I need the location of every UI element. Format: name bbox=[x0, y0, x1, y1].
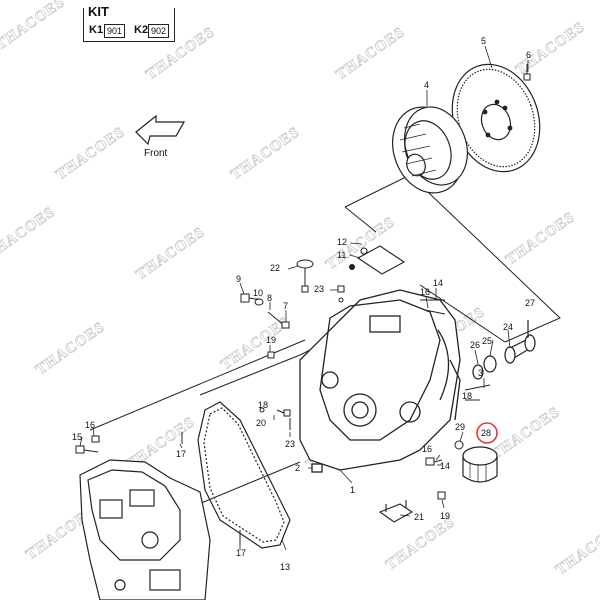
callout-13[interactable]: 13 bbox=[280, 562, 290, 572]
callout-29[interactable]: 29 bbox=[455, 422, 465, 432]
watermark: THACOES bbox=[333, 24, 408, 83]
watermark: THACOES bbox=[383, 514, 458, 573]
watermark: THACOES bbox=[33, 319, 108, 378]
callout-23a[interactable]: 23 bbox=[314, 284, 324, 294]
callout-3[interactable]: 3 bbox=[478, 368, 483, 378]
watermark: THACOES bbox=[488, 404, 563, 463]
callout-labels: 5 6 4 12 11 22 23 9 10 8 7 19 14 16 27 2… bbox=[72, 36, 535, 572]
callout-2[interactable]: 2 bbox=[295, 463, 300, 473]
dipstick-knob bbox=[296, 259, 314, 293]
callout-16c[interactable]: 16 bbox=[422, 444, 432, 454]
callout-22[interactable]: 22 bbox=[270, 263, 280, 273]
bolt-6-icon bbox=[523, 64, 531, 81]
front-arrow-icon bbox=[135, 114, 186, 146]
watermark: THACOES bbox=[53, 124, 128, 183]
bracket bbox=[378, 500, 414, 523]
callout-16b[interactable]: 16 bbox=[85, 420, 95, 430]
watermark: THACOES bbox=[133, 224, 208, 283]
watermark: THACOES bbox=[228, 124, 303, 183]
callout-19b[interactable]: 19 bbox=[440, 511, 450, 521]
callout-8[interactable]: 8 bbox=[267, 293, 272, 303]
callout-28[interactable]: 28 bbox=[481, 428, 491, 438]
watermark: THACOES bbox=[143, 24, 218, 83]
callout-24[interactable]: 24 bbox=[503, 322, 513, 332]
oil-filter[interactable] bbox=[462, 446, 498, 483]
callout-19a[interactable]: 19 bbox=[266, 335, 276, 345]
watermark: THACOES bbox=[0, 204, 58, 263]
watermark: THACOES bbox=[503, 209, 578, 268]
torque-converter bbox=[392, 106, 468, 194]
watermark: THACOES bbox=[0, 0, 68, 53]
callout-14b[interactable]: 14 bbox=[440, 461, 450, 471]
kit-box bbox=[83, 8, 175, 42]
callout-6[interactable]: 6 bbox=[526, 50, 531, 60]
watermark: THACOES bbox=[553, 519, 600, 578]
callout-20[interactable]: 20 bbox=[256, 418, 266, 428]
callout-11[interactable]: 11 bbox=[337, 250, 346, 260]
callout-18b[interactable]: 18 bbox=[258, 400, 268, 410]
callout-1[interactable]: 1 bbox=[350, 485, 355, 495]
callout-9[interactable]: 9 bbox=[236, 274, 241, 284]
callout-27[interactable]: 27 bbox=[525, 298, 535, 308]
callout-4[interactable]: 4 bbox=[424, 80, 429, 90]
callout-12[interactable]: 12 bbox=[337, 237, 347, 247]
watermark: THACOES bbox=[513, 19, 588, 78]
transmission-housing bbox=[299, 289, 461, 473]
fasteners bbox=[75, 285, 491, 545]
kit-k2-label: K2 bbox=[134, 24, 149, 36]
highlight-ring-28 bbox=[476, 422, 498, 444]
callout-7[interactable]: 7 bbox=[283, 301, 288, 311]
callout-17b[interactable]: 17 bbox=[236, 548, 246, 558]
front-label: Front bbox=[144, 148, 168, 159]
kit-title: KIT bbox=[86, 4, 111, 19]
kit-k2-code[interactable]: 902 bbox=[148, 24, 170, 38]
callout-14[interactable]: 14 bbox=[433, 278, 443, 288]
callout-25[interactable]: 25 bbox=[482, 336, 492, 346]
callout-10[interactable]: 10 bbox=[253, 288, 263, 298]
callout-16a[interactable]: 16 bbox=[420, 287, 430, 297]
kit-k1-code[interactable]: 901 bbox=[104, 24, 126, 38]
leader-lines bbox=[79, 45, 529, 551]
callout-5[interactable]: 5 bbox=[481, 36, 486, 46]
callout-23b[interactable]: 23 bbox=[285, 439, 295, 449]
callout-15[interactable]: 15 bbox=[72, 432, 82, 442]
callout-26[interactable]: 26 bbox=[470, 340, 480, 350]
kit-k1-label: K1 bbox=[89, 24, 104, 36]
callout-17a[interactable]: 17 bbox=[176, 449, 186, 459]
gearbox-housing bbox=[79, 459, 211, 600]
callout-18[interactable]: 18 bbox=[462, 391, 472, 401]
cover-plate bbox=[348, 245, 406, 275]
callout-21[interactable]: 21 bbox=[414, 512, 424, 522]
gasket bbox=[197, 401, 291, 549]
